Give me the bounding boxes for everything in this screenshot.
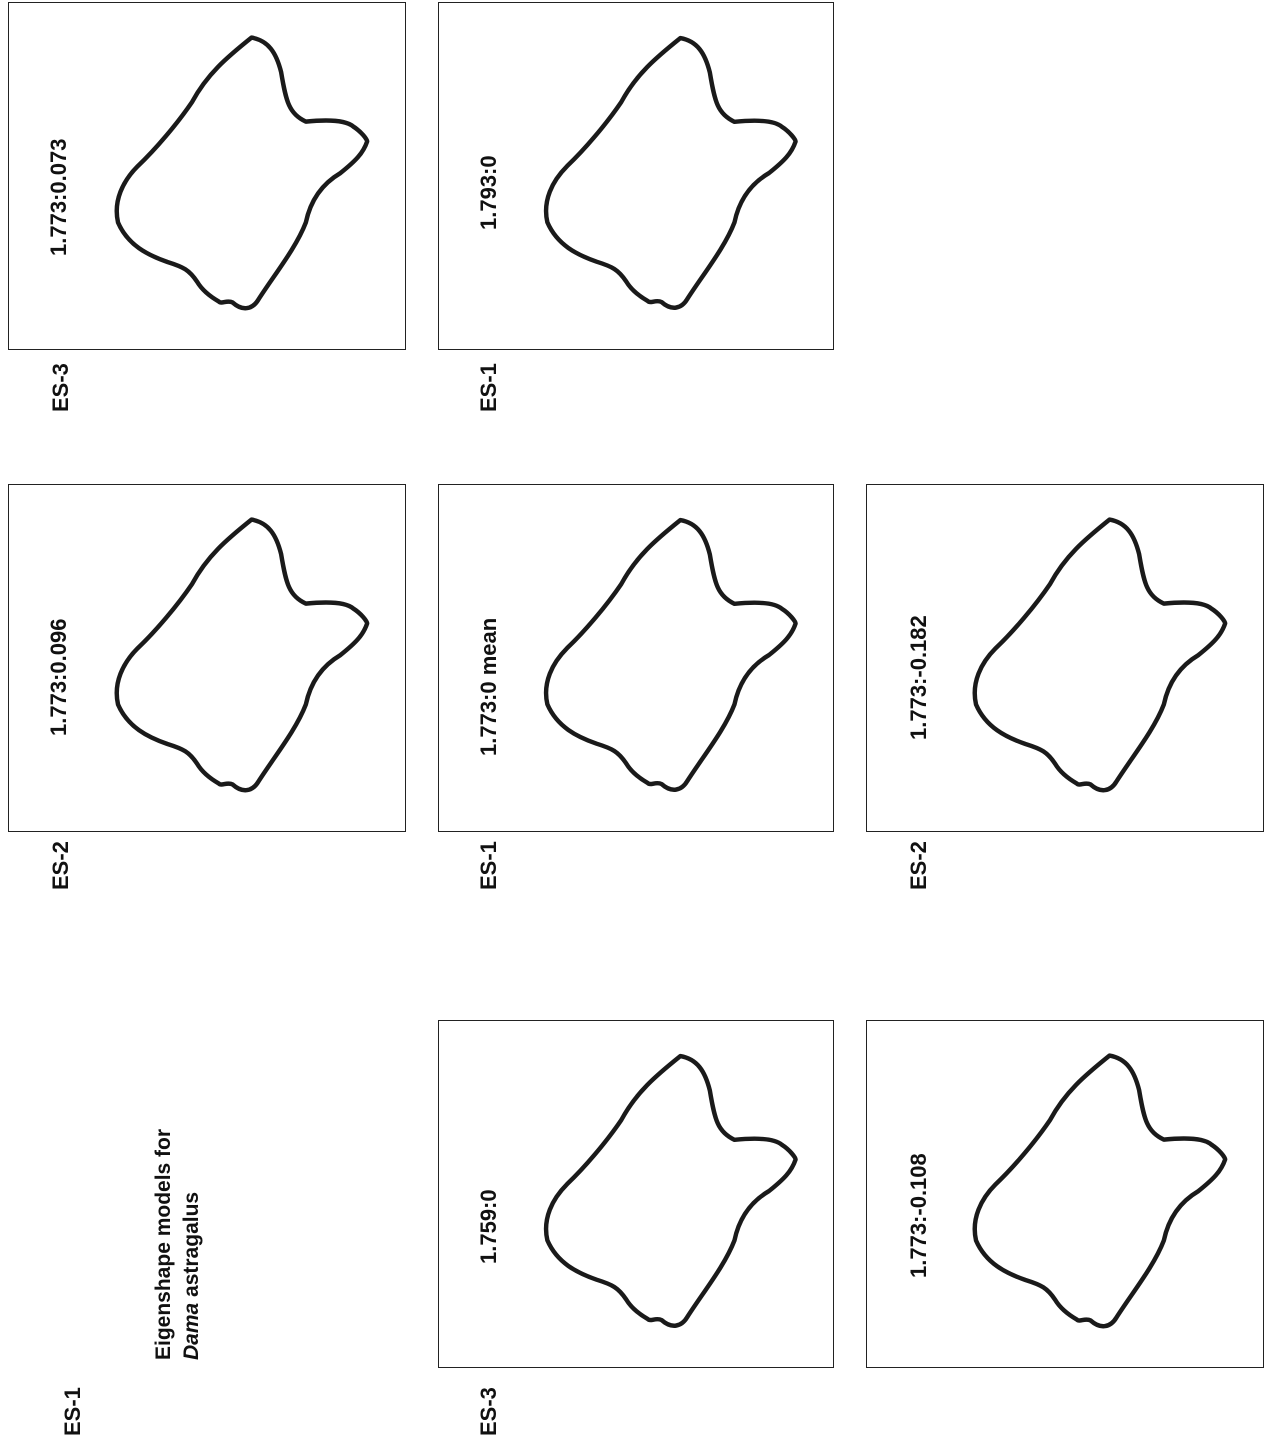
astragalus-outline (117, 38, 367, 309)
axis-label-r3c1: ES-3 (476, 1387, 502, 1436)
value-label-r2c1: 1.759:0 (476, 1189, 502, 1264)
title-line-2: Dama astragalus (178, 1129, 206, 1360)
axis-label-r2c1: ES-1 (60, 1387, 86, 1436)
title-line-1: Eigenshape models for (150, 1129, 178, 1360)
value-label-r3c2: 1.773:-0.182 (906, 615, 932, 740)
astragalus-outline (546, 38, 796, 308)
axis-label-r2c3: ES-1 (476, 363, 502, 412)
astragalus-outline (975, 1056, 1225, 1327)
axis-label-r1c3: ES-3 (48, 363, 74, 412)
astragalus-outline (546, 520, 796, 790)
title-line-2-rest: astragalus (180, 1192, 203, 1303)
astragalus-outline (546, 1056, 796, 1326)
value-label-r2c3: 1.793:0 (476, 155, 502, 230)
astragalus-outline (975, 520, 1225, 791)
value-label-r1c2: 1.773:0.096 (46, 619, 72, 736)
axis-label-r1c2: ES-2 (48, 841, 74, 890)
figure-title: Eigenshape models for Dama astragalus (150, 1129, 206, 1360)
axis-label-r2c2: ES-1 (476, 841, 502, 890)
value-label-r2c2: 1.773:0 mean (476, 618, 502, 756)
value-label-r1c3: 1.773:0.073 (46, 139, 72, 256)
value-label-r3c1: 1.773:-0.108 (906, 1153, 932, 1278)
axis-label-r3c2: ES-2 (906, 841, 932, 890)
genus-name: Dama (180, 1303, 203, 1360)
astragalus-outline (117, 520, 367, 791)
